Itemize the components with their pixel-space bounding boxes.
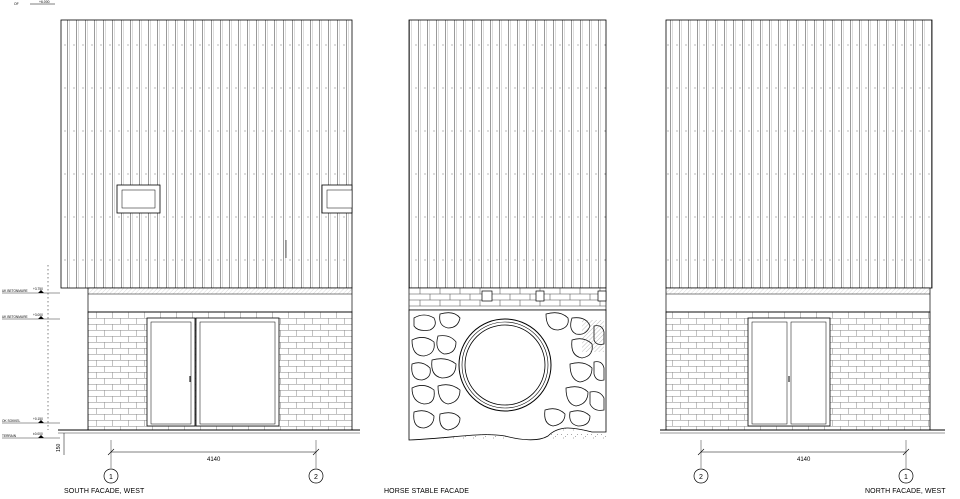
top-level-value: +6.000 (39, 0, 50, 4)
caption-south-facade: SOUTH FACADE, WEST (64, 488, 145, 495)
right-grid-start: 2 (699, 474, 703, 481)
level-tag-1: UK BETONMURE (2, 315, 28, 319)
right-span-dimension: 4140 (797, 457, 811, 463)
level-marker-2: OK SOKKEL +0.150 (2, 417, 60, 424)
right-grid-dimension: 4140 2 1 (693, 440, 914, 484)
stable-round-opening (458, 318, 552, 412)
top-level-marker: OF +6.000 (14, 0, 55, 6)
level-value-2: +0.150 (33, 417, 43, 421)
right-grid-end: 1 (904, 474, 908, 481)
level-tag-0: UK BETONMURE (2, 289, 28, 293)
level-markers: UK BETONMURE +3.750 UK BETONMURE +3.000 … (2, 265, 65, 455)
level-marker-0: UK BETONMURE +3.750 (2, 287, 60, 294)
level-tag-2: OK SOKKEL (2, 419, 20, 423)
stable-cladding (408, 19, 607, 289)
left-grid-end: 2 (314, 474, 318, 481)
left-grid-start: 1 (109, 474, 113, 481)
south-cladding (60, 19, 353, 289)
side-height-dimension: 150 (56, 443, 62, 452)
level-value-0: +3.750 (33, 287, 43, 291)
left-span-dimension: 4140 (207, 457, 221, 463)
north-facade-elevation (660, 19, 945, 434)
caption-horse-stable: HORSE STABLE FACADE (384, 488, 470, 495)
level-marker-3: TERRAIN ±0.000 (2, 432, 60, 439)
level-value-3: ±0.000 (33, 432, 43, 436)
left-grid-dimension: 4140 1 2 (103, 440, 324, 484)
level-marker-1: UK BETONMURE +3.000 (2, 313, 60, 320)
stable-stone-band (408, 287, 607, 311)
north-cladding (665, 19, 933, 289)
level-value-1: +3.000 (33, 313, 43, 317)
level-tag-3: TERRAIN (2, 434, 17, 438)
south-facade-elevation (58, 19, 360, 434)
horse-stable-elevation (408, 19, 607, 441)
top-level-tag: OF (14, 2, 19, 6)
caption-north-facade: NORTH FACADE, WEST (865, 488, 946, 495)
